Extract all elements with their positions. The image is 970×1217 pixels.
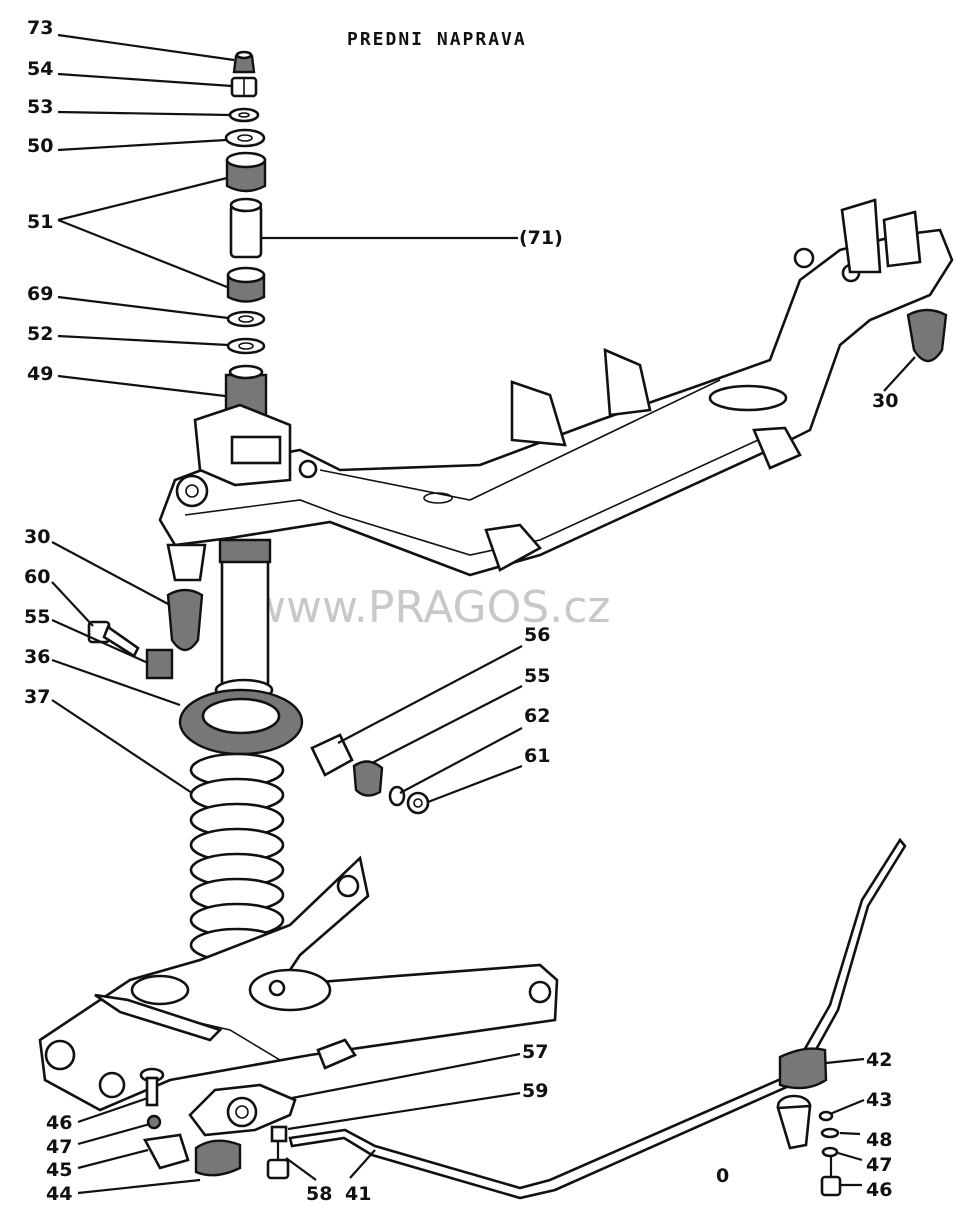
washer-48 (820, 1127, 840, 1139)
label-47-left: 47 (46, 1136, 72, 1158)
label-48: 48 (866, 1129, 892, 1151)
label-37: 37 (24, 686, 50, 708)
washer-43 (818, 1110, 834, 1122)
strut-stack (224, 50, 268, 442)
label-51: 51 (27, 211, 53, 233)
label-30-right: 30 (872, 390, 898, 412)
bolt-58 (266, 1125, 290, 1180)
front-subframe (158, 198, 954, 582)
label-42: 42 (866, 1049, 892, 1071)
clamp-43 (776, 1094, 812, 1150)
label-55-right: 55 (524, 665, 550, 687)
label-71: (71) (519, 227, 563, 249)
label-47-right: 47 (866, 1154, 892, 1176)
bump-stop-left (166, 588, 204, 652)
label-59: 59 (522, 1080, 548, 1102)
bracket-57 (188, 1083, 297, 1137)
clamp-45 (142, 1133, 190, 1170)
label-0: 0 (716, 1165, 729, 1187)
bush-42 (778, 1047, 828, 1090)
label-43: 43 (866, 1089, 892, 1111)
bush-44 (194, 1139, 242, 1177)
label-30-left: 30 (24, 526, 50, 548)
label-62: 62 (524, 705, 550, 727)
diagram-title: PREDNI NAPRAVA (347, 29, 527, 50)
label-73: 73 (27, 17, 53, 39)
label-58: 58 (306, 1183, 332, 1205)
pivot-hardware (310, 733, 430, 815)
label-53: 53 (27, 96, 53, 118)
part-labels: 73 54 53 50 51 (71) 69 52 49 30 30 60 55… (24, 17, 898, 1205)
label-46-right: 46 (866, 1179, 892, 1201)
lower-control-arm (38, 855, 559, 1112)
label-54: 54 (27, 58, 53, 80)
label-41: 41 (345, 1183, 371, 1205)
label-60: 60 (24, 566, 50, 588)
watermark: www.PRAGOS.cz (250, 582, 611, 633)
label-52: 52 (27, 323, 53, 345)
label-55-left: 55 (24, 606, 50, 628)
spring-seat (178, 688, 304, 756)
label-36: 36 (24, 646, 50, 668)
leader-lines (51, 33, 916, 1195)
label-69: 69 (27, 283, 53, 305)
bump-stop-right (906, 308, 948, 363)
bush-55-left (145, 648, 174, 680)
nut-46-right (820, 1175, 842, 1197)
bolt-46-left (139, 1067, 165, 1107)
label-57: 57 (522, 1041, 548, 1063)
label-46-left: 46 (46, 1112, 72, 1134)
label-56: 56 (524, 624, 550, 646)
label-61: 61 (524, 745, 550, 767)
label-49: 49 (27, 363, 53, 385)
washer-47-left (146, 1114, 162, 1130)
label-50: 50 (27, 135, 53, 157)
washer-47-right (821, 1146, 839, 1158)
label-45: 45 (46, 1159, 72, 1181)
label-44: 44 (46, 1183, 72, 1205)
